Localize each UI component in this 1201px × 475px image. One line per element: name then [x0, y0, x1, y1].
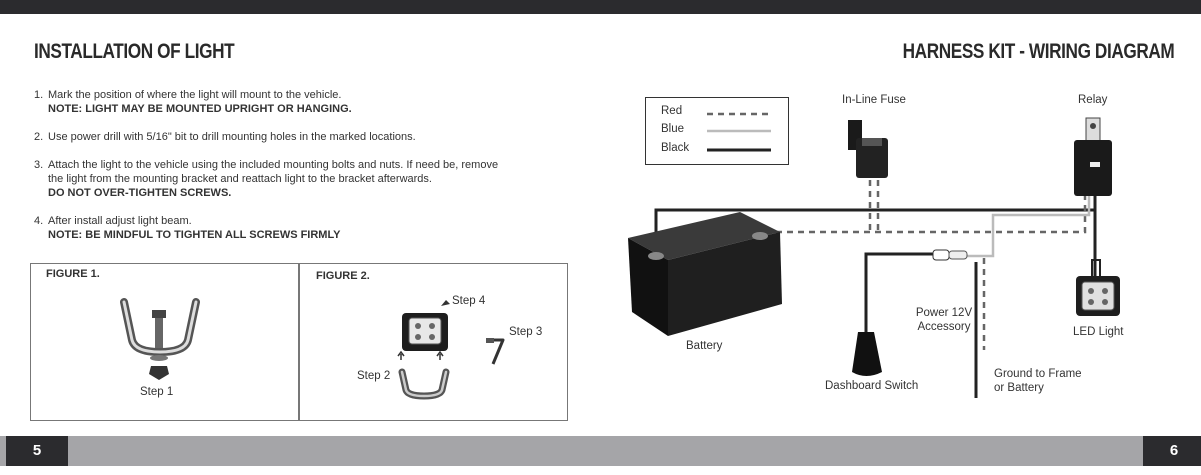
power-accessory-label: Power 12V Accessory	[908, 307, 980, 334]
installation-steps: 1. Mark the position of where the light w…	[34, 88, 594, 256]
ground-line-2: or Battery	[994, 381, 1044, 394]
battery-label: Battery	[686, 340, 723, 352]
top-bar	[0, 0, 1201, 14]
step-text: the light from the mounting bracket and …	[48, 173, 432, 185]
figure-1-label: FIGURE 1.	[46, 268, 100, 280]
wiring-title: HARNESS KIT - WIRING DIAGRAM	[902, 40, 1174, 63]
step-text: Attach the light to the vehicle using th…	[48, 159, 499, 171]
step-number: 3.	[34, 159, 44, 171]
step-note: DO NOT OVER-TIGHTEN SCREWS.	[48, 187, 232, 199]
figure-1-step1-label: Step 1	[140, 386, 174, 398]
battery-illustration	[628, 212, 782, 336]
legend-blue-label: Blue	[661, 123, 685, 135]
legend-red-label: Red	[661, 105, 683, 117]
page-number-left: 5	[6, 436, 68, 466]
step-3: 3. Attach the light to the vehicle using …	[34, 158, 594, 200]
wire-legend: Red Blue Black	[645, 97, 789, 165]
legend-swatches	[707, 112, 771, 152]
fuse-label: In-Line Fuse	[842, 94, 906, 106]
step-text: Use power drill with 5/16" bit to drill …	[48, 131, 416, 143]
step-text: Mark the position of where the light wil…	[48, 89, 342, 101]
legend-black-label: Black	[661, 142, 690, 154]
ground-label: Ground to Frame or Battery	[994, 368, 1082, 395]
figure-2-step3-label: Step 3	[509, 326, 543, 338]
ground-line-1: Ground to Frame	[994, 368, 1082, 380]
relay-illustration	[1074, 117, 1112, 196]
figure-2-box	[298, 263, 568, 421]
step-2: 2. Use power drill with 5/16" bit to dril…	[34, 130, 594, 144]
figure-1-bracket-illustration	[120, 298, 200, 380]
step-number: 2.	[34, 131, 44, 143]
step-note: NOTE: BE MINDFUL TO TIGHTEN ALL SCREWS F…	[48, 229, 341, 241]
step-note: NOTE: LIGHT MAY BE MOUNTED UPRIGHT OR HA…	[48, 103, 352, 115]
figure-2-label: FIGURE 2.	[316, 270, 370, 282]
installation-title: INSTALLATION OF LIGHT	[34, 40, 235, 63]
bottom-bar	[0, 436, 1201, 466]
step-1: 1. Mark the position of where the light w…	[34, 88, 594, 116]
figure-1-box	[30, 263, 300, 421]
accessory-connector-illustration	[932, 249, 968, 261]
step-4: 4. After install adjust light beam. NOTE:…	[34, 214, 594, 242]
step-number: 4.	[34, 215, 44, 227]
step-number: 1.	[34, 89, 44, 101]
step-text: After install adjust light beam.	[48, 215, 192, 227]
dashboard-switch-illustration	[852, 332, 882, 376]
page-number-right: 6	[1143, 436, 1201, 466]
power-line-2: Accessory	[917, 320, 971, 333]
relay-label: Relay	[1078, 94, 1108, 106]
led-light-label: LED Light	[1073, 326, 1124, 338]
figure-2-illustration	[397, 300, 505, 400]
figure-2-step4-label: Step 4	[452, 295, 486, 307]
dashboard-switch-label: Dashboard Switch	[825, 380, 919, 392]
inline-fuse-illustration	[848, 120, 888, 178]
led-light-illustration	[1076, 276, 1120, 316]
power-line-1: Power 12V	[915, 307, 973, 319]
figure-2-step2-label: Step 2	[357, 370, 391, 382]
